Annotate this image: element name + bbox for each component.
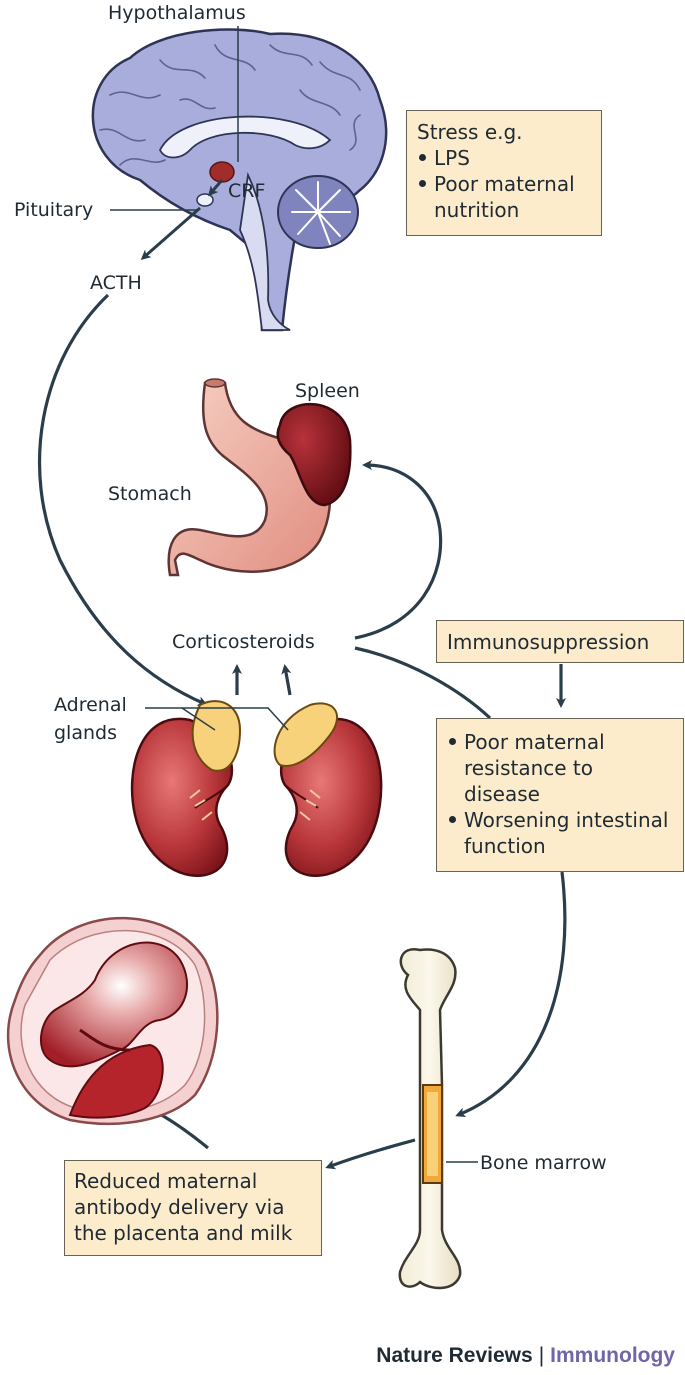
left-adrenal-gland xyxy=(191,700,242,772)
bone-illustration xyxy=(398,947,462,1290)
stress-item-nutrition: Poor maternal nutrition xyxy=(417,171,591,223)
adrenal-glands-label-line2: glands xyxy=(54,722,117,744)
acth-label: ACTH xyxy=(90,272,142,294)
effects-box-list: Poor maternal resistance to disease Wors… xyxy=(447,729,673,859)
adrenal-glands-label-line1: Adrenal xyxy=(54,694,127,716)
effect-item-disease-resistance: Poor maternal resistance to disease xyxy=(447,729,673,807)
effect-item-intestinal-function: Worsening intestinal function xyxy=(447,807,673,859)
adrenal-leader-right xyxy=(182,707,289,731)
stress-box-heading: Stress e.g. xyxy=(417,120,523,144)
bone-marrow-label: Bone marrow xyxy=(480,1152,607,1174)
right-adrenal-arrow xyxy=(281,664,292,696)
stress-box: Stress e.g. LPS Poor maternal nutrition xyxy=(406,110,602,236)
antibody-delivery-text: Reduced maternal antibody delivery via t… xyxy=(74,1169,293,1245)
crf-label: CRF xyxy=(228,180,266,202)
immunosuppression-text: Immunosuppression xyxy=(447,630,650,654)
brain-illustration xyxy=(91,28,388,332)
cerebellum xyxy=(277,175,359,249)
crf-arrow xyxy=(208,179,224,197)
stress-item-lps: LPS xyxy=(417,145,591,171)
corticosteroids-label: Corticosteroids xyxy=(172,631,315,653)
pituitary-gland xyxy=(196,193,214,207)
bone-to-antibody-arrow xyxy=(325,1138,416,1170)
stress-box-list: LPS Poor maternal nutrition xyxy=(417,145,591,223)
stomach-label: Stomach xyxy=(108,483,192,505)
right-adrenal-gland xyxy=(273,702,339,767)
spleen-label: Spleen xyxy=(295,380,360,402)
antibody-delivery-box: Reduced maternal antibody delivery via t… xyxy=(64,1160,322,1256)
corticosteroids-to-spleen-arrow xyxy=(354,460,443,640)
immunosuppression-box: Immunosuppression xyxy=(436,620,684,663)
journal-credit: Nature Reviews|Immunology xyxy=(376,1344,675,1368)
journal-name: Nature Reviews xyxy=(376,1344,533,1367)
hypothalamus-region xyxy=(209,161,235,183)
acth-to-adrenal-arrow xyxy=(37,293,208,706)
acth-arrow xyxy=(140,206,201,260)
effects-box: Poor maternal resistance to disease Wors… xyxy=(436,718,684,872)
journal-subject: Immunology xyxy=(550,1344,675,1367)
spleen-illustration xyxy=(276,402,352,507)
effects-to-bone-marrow-arrow xyxy=(455,871,567,1118)
corticosteroids-to-effects-line xyxy=(354,646,492,720)
fetus-illustration xyxy=(6,916,219,1126)
journal-separator: | xyxy=(538,1344,545,1367)
hypothalamus-label: Hypothalamus xyxy=(108,2,246,24)
pituitary-label: Pituitary xyxy=(14,199,94,221)
